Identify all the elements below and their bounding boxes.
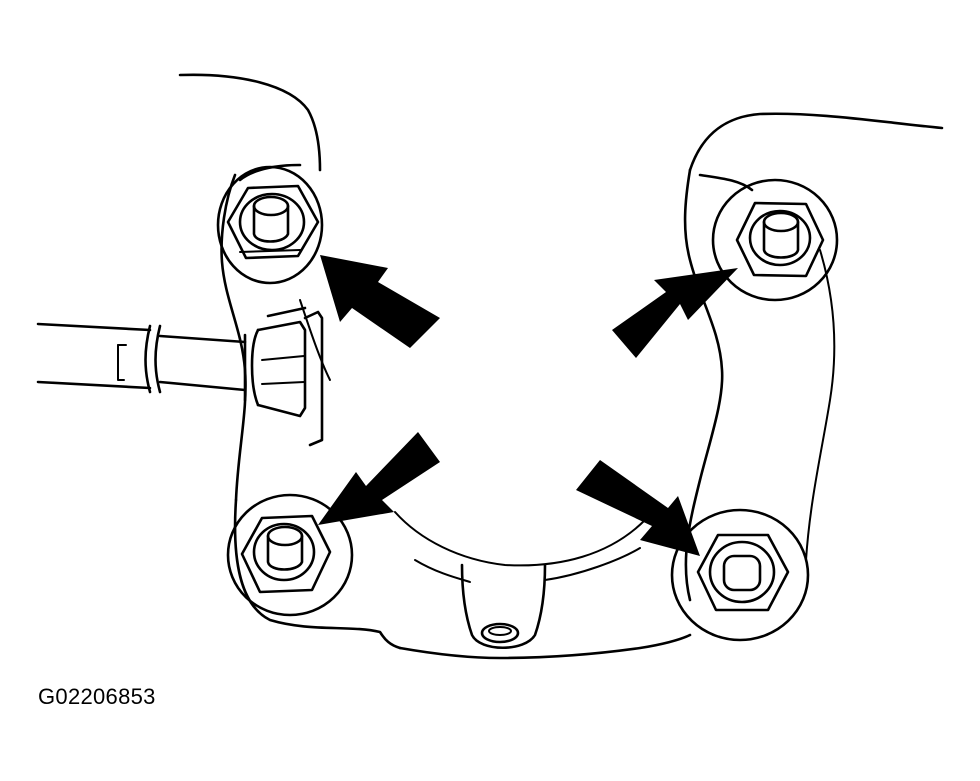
arrow-lower-right bbox=[576, 460, 700, 556]
nut-upper-right bbox=[711, 178, 839, 302]
arrow-upper-left bbox=[320, 255, 440, 348]
nut-upper-left bbox=[216, 165, 324, 285]
fluid-line bbox=[36, 306, 324, 447]
housing-outline bbox=[178, 73, 944, 172]
nut-lower-right bbox=[670, 508, 810, 642]
nut-lower-left bbox=[226, 493, 354, 617]
callout-arrows bbox=[318, 255, 738, 556]
figure-id-label: G02206853 bbox=[38, 684, 156, 709]
arrow-lower-left bbox=[318, 432, 440, 525]
arrow-upper-right bbox=[612, 268, 738, 358]
